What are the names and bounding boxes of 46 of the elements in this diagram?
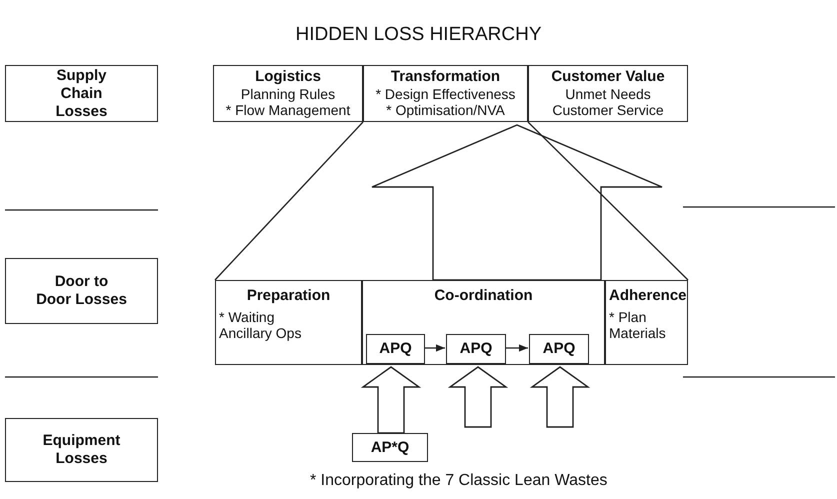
block-arrow [448,366,508,428]
box-text: Customer Service [551,102,665,118]
measure-box [529,334,589,364]
box-heading: Preparation [246,287,332,305]
box-heading: Logistics [254,68,322,86]
footnote-text: * Incorporating the 7 Classic Lean Wastes [310,472,608,490]
arrow [505,344,528,352]
block-arrow [360,366,422,434]
box-text: Unmet Needs [564,86,652,102]
box-heading: Equipment Losses [42,432,122,468]
category-box [363,65,528,122]
diagram-title: HIDDEN LOSS HIERARCHY [294,24,542,46]
box-heading: APQ [458,340,494,358]
measure-box [352,433,428,462]
box-heading: Co-ordination [433,287,534,305]
box-heading: APQ [378,340,413,358]
box-heading: Transformation [390,68,502,86]
level-label-box [5,418,158,482]
arrow [424,344,445,352]
box-heading: Supply Chain Losses [54,66,108,120]
category-box [605,280,688,365]
box-text: Planning Rules [240,86,336,102]
box-heading: Door to Door Losses [35,273,128,309]
block-arrow [530,366,590,428]
block-arrow [371,124,663,281]
box-text: Materials [609,325,667,341]
box-heading: AP*Q [370,438,410,456]
box-text: * Waiting [219,309,276,325]
box-text: * Design Effectiveness [374,86,516,102]
box-text: * Plan [609,309,648,325]
box-heading: APQ [542,340,576,358]
category-box [213,65,363,122]
category-box [528,65,688,122]
category-box [215,280,362,365]
box-heading: Adherence [609,287,684,305]
measure-box [366,334,425,364]
category-box [362,280,605,365]
level-label-box [5,65,158,122]
box-text: * Optimisation/NVA [385,102,506,118]
box-heading: Customer Value [550,68,666,86]
level-label-box [5,258,158,324]
measure-box [446,334,506,364]
connector-line [528,122,688,280]
box-text: Ancillary Ops [219,325,302,341]
connector-line [214,122,364,280]
box-text: * Flow Management [224,102,352,118]
